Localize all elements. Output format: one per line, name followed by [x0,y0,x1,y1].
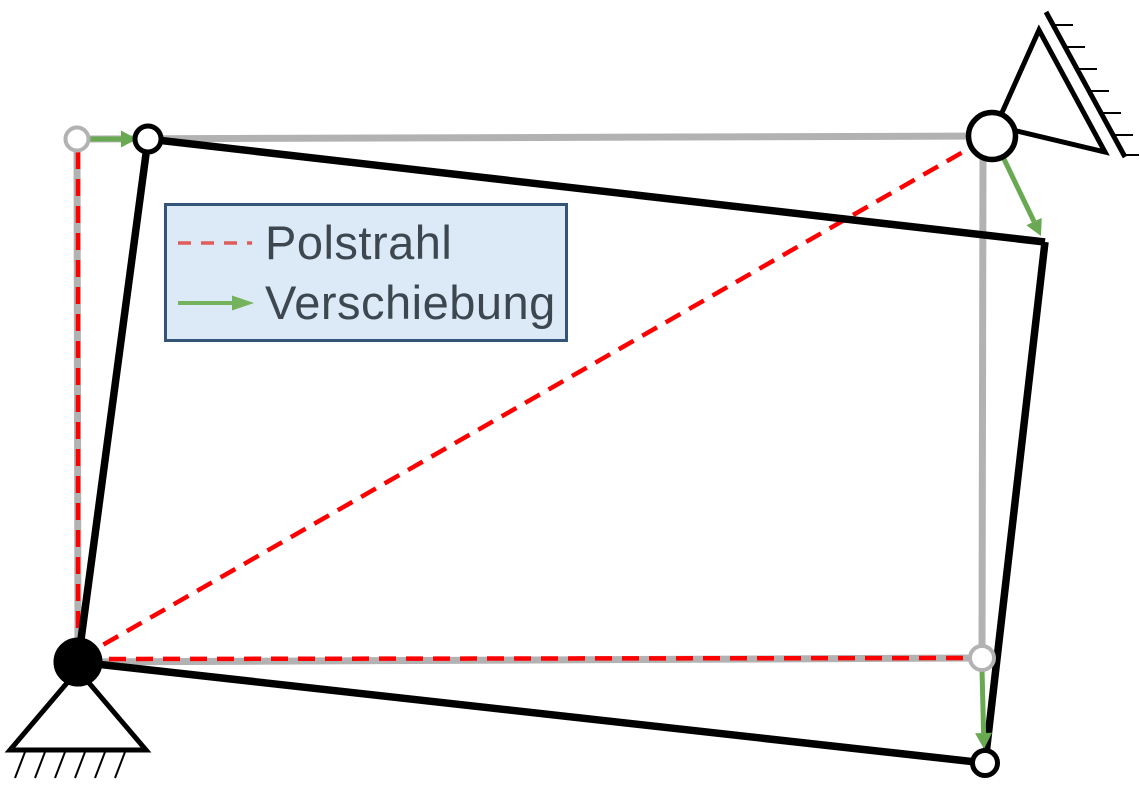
joint-top-left-displaced [132,123,164,155]
legend-item-verschiebung: Verschiebung [175,274,557,332]
pinned-support-triangle [4,666,152,753]
verschiebung-arrow-sample [178,295,254,310]
displaced-frame [74,135,1049,767]
legend-label-verschiebung: Verschiebung [265,276,556,329]
ground-hatch-line [114,751,126,779]
legend-label-polstrahl: Polstrahl [265,216,453,269]
pin-joint-top-right [965,109,1019,163]
displaced-member-right-chord-displaced [981,241,1049,764]
polstrahl-to-bottom-right [81,655,968,662]
ground-hatch-line [14,751,26,779]
displacement-arrow-head-icon [232,295,254,310]
joint-bottom-right-original [968,644,996,672]
displacement-arrow-top-right-head [1026,217,1042,236]
displaced-member-bottom-chord-displaced [77,658,986,767]
supports [4,10,1139,779]
displacement-arrow-bottom-right-shaft [979,668,987,734]
pin-joint-bottom-left [53,637,103,687]
original-member-right-chord [978,149,987,659]
displacement-arrow-top-right-shaft [999,153,1037,223]
polstrahl-to-top-right [78,146,972,660]
ground-hatch-line [74,751,86,779]
original-member-top-chord [76,132,993,143]
joints [53,109,1019,778]
displaced-member-top-chord-displaced [147,135,1046,246]
inclined-support-triangle [992,24,1110,156]
displaced-member-left-chord-displaced [74,138,152,663]
ground-hatch-line [34,751,46,779]
legend-item-polstrahl: Polstrahl [175,214,557,272]
ground-hatch-line [94,751,106,779]
inclined-wall-line [1043,10,1128,159]
joint-top-left-original [63,125,91,153]
polstrahl-rays [75,146,972,662]
displacement-arrow-top-left-head [121,130,137,148]
ground-hatch-line [54,751,66,779]
displacement-arrow-bottom-right-head [975,732,993,749]
polstrahl-dash-sample [178,240,252,245]
displacement-arrows [89,130,1042,749]
legend: Polstrahl Verschiebung [164,203,568,342]
joint-bottom-right-displaced [970,748,1000,778]
